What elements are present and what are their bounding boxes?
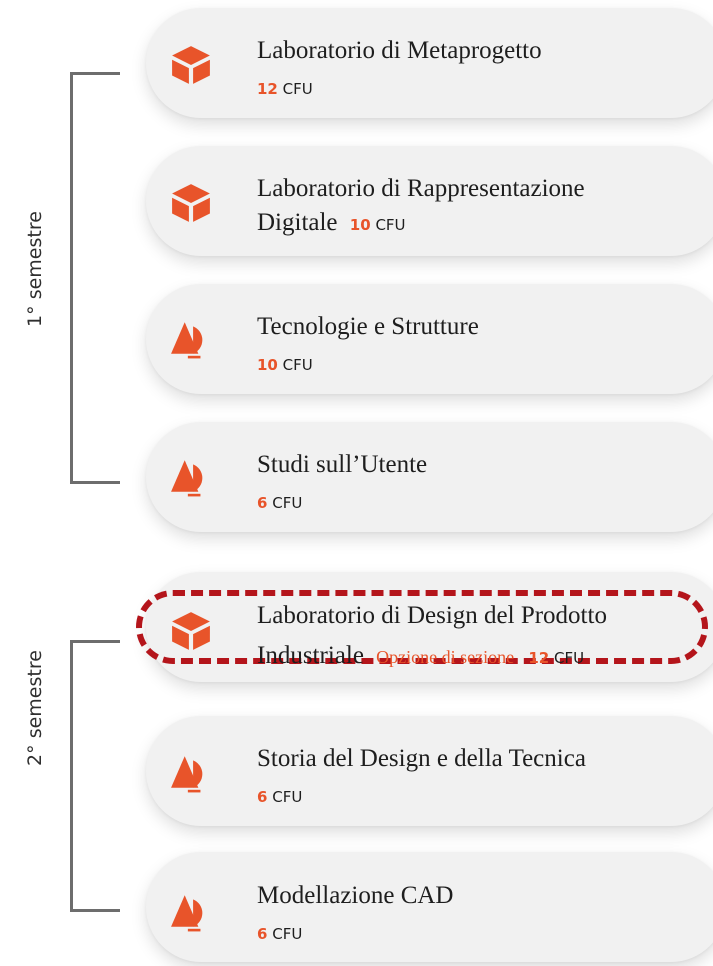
course-credits: 6 CFU	[257, 493, 302, 513]
course-card[interactable]	[146, 146, 713, 256]
credit-unit: CFU	[282, 356, 313, 374]
course-title: Tecnologie e Strutture	[257, 313, 479, 340]
course-card[interactable]	[146, 852, 713, 962]
semester-2-bracket	[70, 640, 120, 912]
course-title-cont: Industriale	[257, 642, 364, 669]
course-title-cont: Digitale	[257, 209, 338, 236]
credit-unit: CFU	[272, 788, 303, 806]
credit-value: 6	[257, 788, 268, 806]
semester-1-label: 1° semestre	[24, 211, 46, 327]
semester-2-label: 2° semestre	[24, 650, 46, 766]
credit-value: 10	[257, 356, 278, 374]
credit-unit: CFU	[282, 80, 313, 98]
course-card[interactable]	[146, 716, 713, 826]
course-card[interactable]	[146, 8, 713, 118]
credit-unit: CFU	[272, 494, 303, 512]
credit-value: 6	[257, 925, 268, 943]
credit-value: 12	[528, 649, 550, 667]
option-tag: Opzione di sezione	[376, 647, 515, 667]
shapes-icon	[170, 891, 212, 933]
course-title: Laboratorio di Metaprogetto	[257, 37, 542, 64]
credit-unit: CFU	[272, 925, 303, 943]
credit-unit: CFU	[375, 216, 406, 234]
course-title: Laboratorio di Rappresentazione	[257, 175, 585, 202]
course-card[interactable]	[146, 422, 713, 532]
course-title: Studi sull’Utente	[257, 451, 428, 478]
course-title-line2: Industriale Opzione di sezione 12 CFU	[257, 640, 584, 674]
course-credits: 6 CFU	[257, 924, 302, 944]
cube-icon	[170, 182, 212, 224]
shapes-icon	[170, 752, 212, 794]
credit-value: 6	[257, 494, 268, 512]
course-title: Storia del Design e della Tecnica	[257, 745, 586, 772]
course-credits: 10 CFU	[257, 355, 313, 375]
course-credits: 6 CFU	[257, 787, 302, 807]
shapes-icon	[170, 456, 212, 498]
cube-icon	[170, 610, 212, 652]
cube-icon	[170, 44, 212, 86]
credit-value: 12	[257, 80, 278, 98]
credit-value: 10	[349, 216, 371, 234]
course-card[interactable]	[146, 284, 713, 394]
course-title-line2: Digitale 10 CFU	[257, 207, 406, 241]
course-title: Modellazione CAD	[257, 882, 454, 909]
course-title: Laboratorio di Design del Prodotto	[257, 602, 607, 629]
option-highlight-frame	[136, 590, 708, 664]
credit-unit: CFU	[554, 649, 585, 667]
shapes-icon	[170, 318, 212, 360]
semester-1-bracket	[70, 72, 120, 484]
course-credits: 12 CFU	[257, 79, 313, 99]
